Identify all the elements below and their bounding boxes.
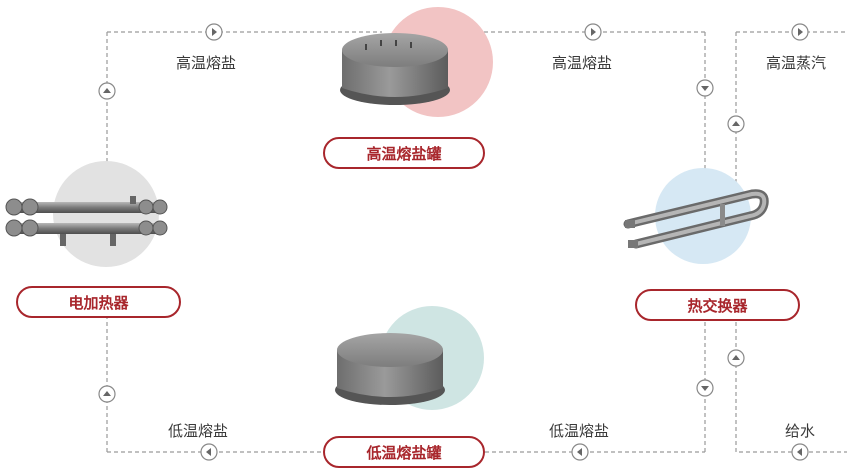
arrow-up-icon <box>98 385 116 403</box>
arrow-right-icon <box>205 23 223 41</box>
label-hot-salt-right: 高温熔盐 <box>552 54 613 72</box>
steam-line <box>735 31 847 190</box>
exchanger-icon <box>623 189 769 249</box>
arrow-left-icon <box>791 443 809 461</box>
arrow-up-icon <box>727 115 745 133</box>
hot-tank-label: 高温熔盐罐 <box>323 137 485 169</box>
hot-tank-icon <box>340 33 450 105</box>
exchanger-label: 热交换器 <box>635 289 800 321</box>
arrow-right-icon <box>584 23 602 41</box>
arrow-left-icon <box>200 443 218 461</box>
arrow-right-icon <box>791 23 809 41</box>
arrow-up-icon <box>727 349 745 367</box>
label-hot-salt-left: 高温熔盐 <box>176 54 237 72</box>
label-steam: 高温蒸汽 <box>766 54 827 72</box>
heater-icon <box>5 196 168 246</box>
label-cold-salt-right: 低温熔盐 <box>549 422 610 440</box>
cold-tank-icon <box>335 333 445 405</box>
heater-circle <box>53 161 159 267</box>
arrow-down-icon <box>696 79 714 97</box>
heater-label: 电加热器 <box>16 286 181 318</box>
label-feedwater: 给水 <box>785 422 816 440</box>
arrow-down-icon <box>696 379 714 397</box>
exchanger-circle <box>655 168 751 264</box>
arrow-up-icon <box>98 82 116 100</box>
cold-tank-label: 低温熔盐罐 <box>323 436 485 468</box>
label-cold-salt-left: 低温熔盐 <box>168 422 229 440</box>
arrow-left-icon <box>571 443 589 461</box>
